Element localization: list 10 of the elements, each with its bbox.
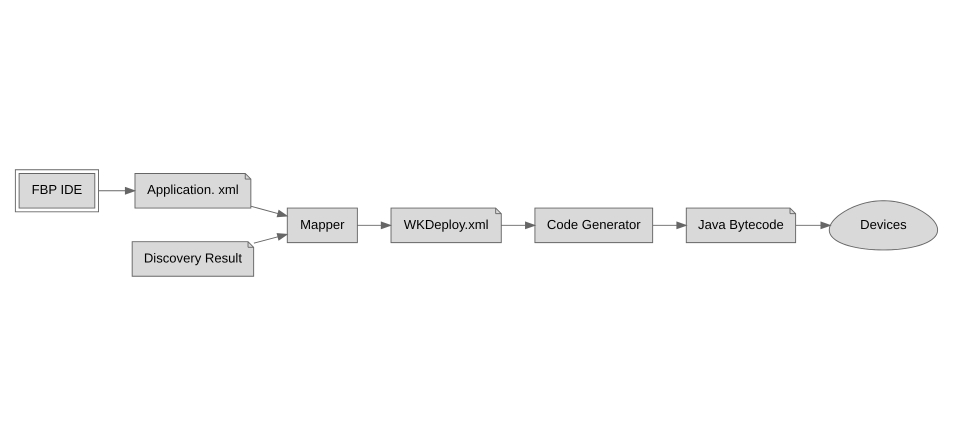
arrow [500, 220, 536, 229]
node-box: Mapper [286, 207, 358, 243]
arrow [98, 186, 136, 194]
arrow [652, 220, 688, 229]
arrow [357, 220, 392, 229]
node-box: Code Generator [534, 207, 654, 243]
node-box: FBP IDE [14, 168, 99, 212]
arrow [795, 220, 832, 229]
arrow [253, 232, 288, 244]
arrow [250, 205, 288, 217]
